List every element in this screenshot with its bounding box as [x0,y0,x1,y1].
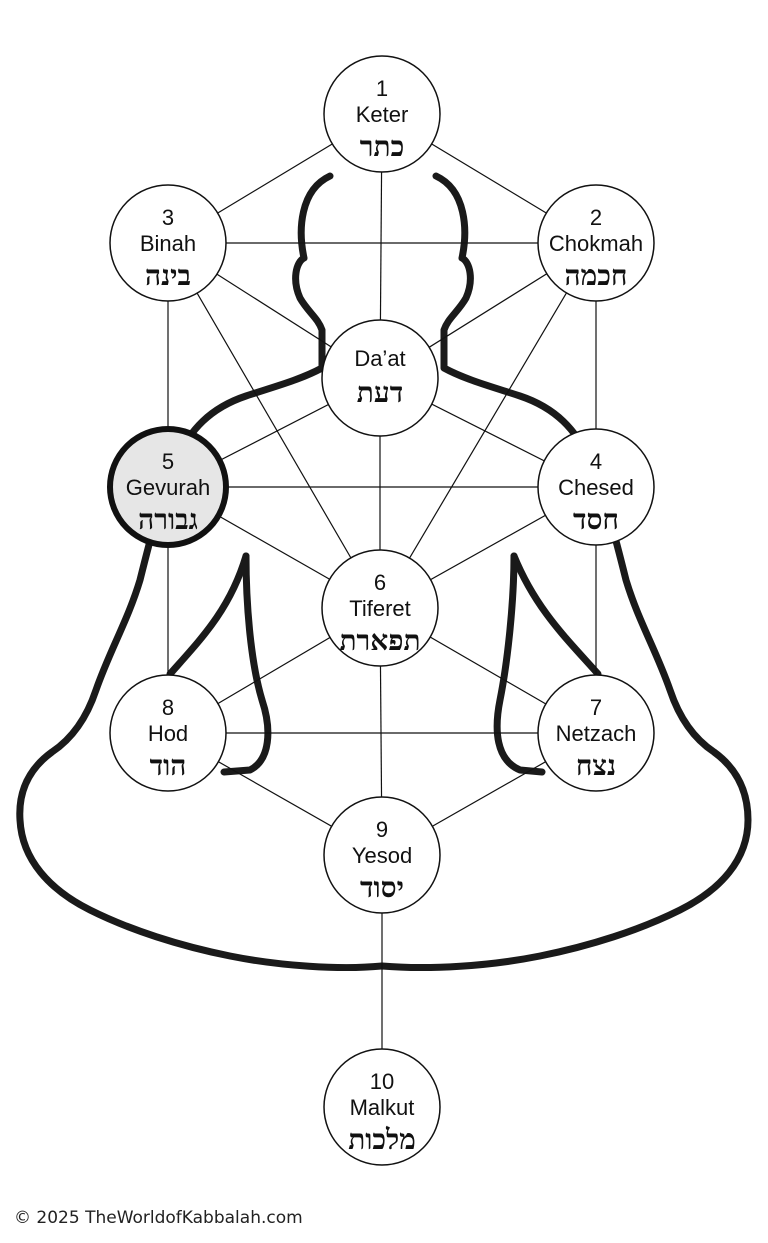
sefirah-hebrew-name: מלכות [348,1123,416,1156]
sefirah-number: 1 [376,76,388,101]
sefirah-name: Binah [140,231,196,256]
sefirah-hebrew-name: בינה [145,259,191,292]
sefirah-hebrew-name: הוד [150,749,187,782]
sefirah-number: 9 [376,817,388,842]
sefirah-hebrew-name: גבורה [138,503,198,536]
sefirah-name: Malkut [350,1095,415,1120]
sefirah-name: Yesod [352,843,412,868]
sefirah-circle [321,319,439,437]
sefirah-number: 3 [162,205,174,230]
path-chokmah-tiferet [379,242,597,609]
sefirah-number: 5 [162,449,174,474]
sefirah-name: Gevurah [126,475,210,500]
path-binah-tiferet [167,242,381,609]
sefirah-circle [323,796,441,914]
sefirah-name: Tiferet [349,596,411,621]
sefirah-name: Hod [148,721,188,746]
sefirah-circle [107,426,229,548]
sefirah-circle [321,549,439,667]
sefirah-daat: Da’at דעת [321,319,439,437]
sefirah-number: 4 [590,449,602,474]
sefirah-circle [323,1048,441,1166]
sefirah-name: Chesed [558,475,634,500]
sefirah-circle [109,184,227,302]
copyright-notice: © 2025 TheWorldofKabbalah.com [14,1208,303,1228]
sefirah-number: 7 [590,695,602,720]
sefirah-hebrew-name: נצח [576,749,616,782]
sefirah-number: 6 [374,570,386,595]
sefirah-hebrew-name: חסד [573,503,619,536]
sefirah-hebrew-name: תפארת [339,624,420,657]
sefirah-name: Da’at [354,346,405,371]
sefirah-circle [537,428,655,546]
sefirah-circle [537,184,655,302]
sefirah-circle [109,674,227,792]
sefirah-number: 8 [162,695,174,720]
sefirah-hebrew-name: יסוד [360,871,404,904]
sefirah-number: 2 [590,205,602,230]
sefirah-hebrew-name: חכמה [565,259,628,292]
sefirah-number: 10 [370,1069,394,1094]
sefirah-name: Chokmah [549,231,643,256]
sefirah-name: Keter [356,102,409,127]
sefirah-hebrew-name: דעת [357,376,403,409]
sefirah-hebrew-name: כתר [360,130,405,163]
sefirah-circle [323,55,441,173]
sefirah-name: Netzach [556,721,637,746]
sefirah-circle [537,674,655,792]
